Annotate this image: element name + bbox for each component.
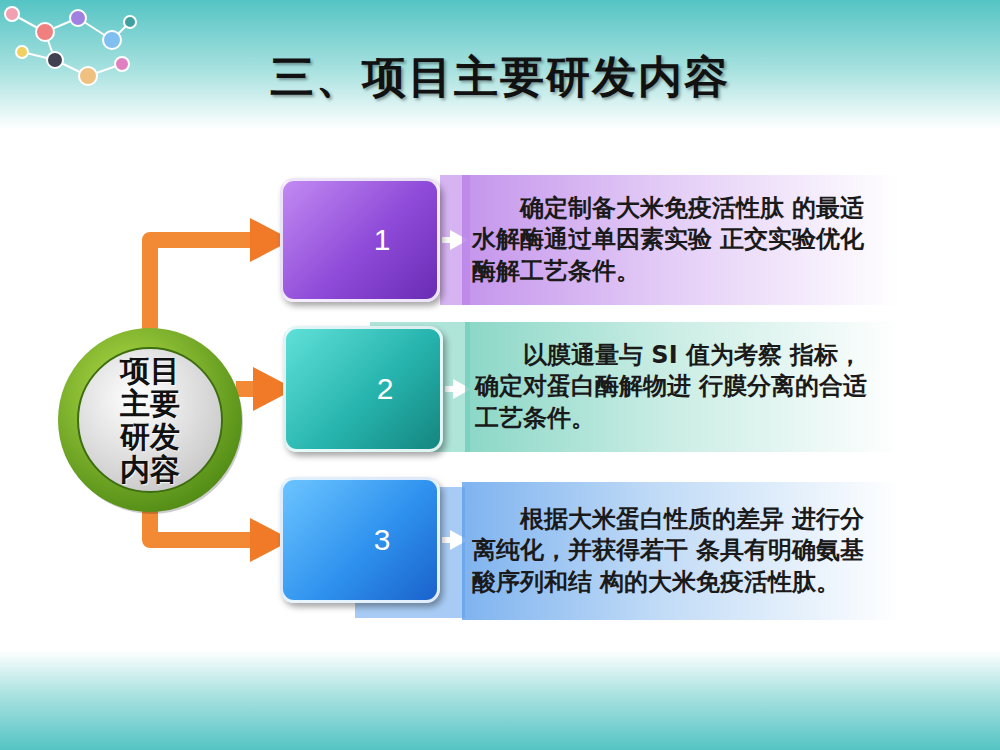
pointer-arrow <box>445 386 461 392</box>
molecule-decoration <box>5 7 136 85</box>
number-box: 1 <box>280 178 440 302</box>
number-box: 2 <box>283 326 443 452</box>
callout-number: 3 <box>330 523 391 557</box>
content-text: 以膜通量与 SI 值为考察 指标，确定对蛋白酶解物进 行膜分离的合适工艺条件。 <box>475 340 886 434</box>
flow-arrow <box>150 240 268 329</box>
flow-arrow <box>236 381 271 397</box>
content-band: 确定制备大米免疫活性肽 的最适水解酶通过单因素实验 正交实验优化酶解工艺条件。 <box>462 175 900 305</box>
top-band <box>0 0 1000 130</box>
content-band: 根据大米蛋白性质的差异 进行分离纯化，并获得若干 条具有明确氨基酸序列和结 构的… <box>462 482 900 620</box>
content-text: 根据大米蛋白性质的差异 进行分离纯化，并获得若干 条具有明确氨基酸序列和结 构的… <box>472 504 886 598</box>
bottom-band <box>0 650 1000 750</box>
center-label: 项目主要研发内容 <box>119 354 182 486</box>
content-band: 以膜通量与 SI 值为考察 指标，确定对蛋白酶解物进 行膜分离的合适工艺条件。 <box>465 322 900 452</box>
flow-arrow <box>150 511 268 540</box>
pointer-arrow <box>442 537 458 543</box>
pointer-arrow <box>442 237 458 243</box>
number-box: 3 <box>280 477 440 603</box>
callout-number: 2 <box>333 372 394 406</box>
callout-number: 1 <box>330 223 391 257</box>
central-circle: 项目主要研发内容 <box>55 325 245 515</box>
content-text: 确定制备大米免疫活性肽 的最适水解酶通过单因素实验 正交实验优化酶解工艺条件。 <box>472 193 886 287</box>
slide-title: 三、项目主要研发内容 <box>0 48 1000 107</box>
